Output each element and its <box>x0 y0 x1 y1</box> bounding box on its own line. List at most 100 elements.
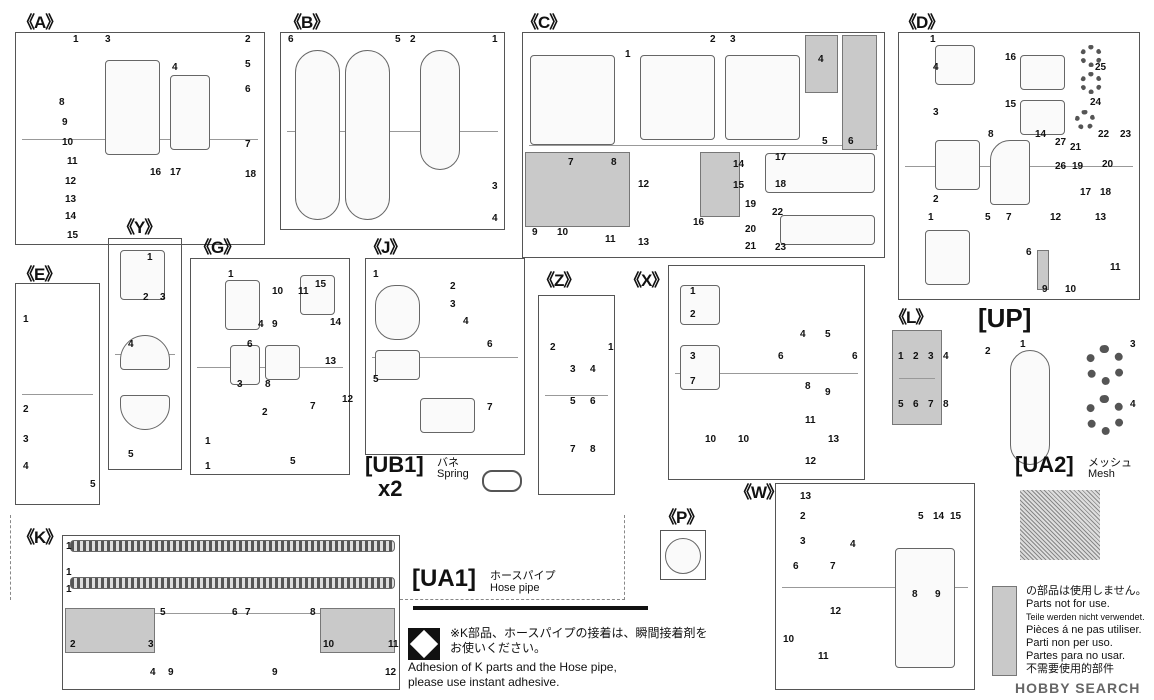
part-number: 8 <box>59 97 65 108</box>
part-number: 11 <box>805 415 816 426</box>
ua1-dashed-box <box>10 515 625 600</box>
sprue-c-frame <box>522 32 885 258</box>
part-shape <box>375 350 420 380</box>
part-shape <box>1020 100 1065 135</box>
ua2-jp: メッシュ <box>1088 457 1132 469</box>
ua1-dashed-box-bottom <box>400 599 625 600</box>
ub1-jp: バネ <box>437 457 459 469</box>
ua2-code: [UA2] <box>1015 452 1074 477</box>
ub1-en: Spring <box>437 468 469 480</box>
part-number: 7 <box>487 402 493 413</box>
part-number: 7 <box>690 376 696 387</box>
legend-line: Parti non per uso. <box>1026 637 1113 649</box>
boom-arm-part <box>295 50 340 220</box>
adhesion-note-jp1: ※K部品、ホースパイプの接着は、瞬間接着剤を <box>450 626 708 640</box>
part-number: 15 <box>67 230 79 241</box>
part-shape <box>895 548 955 668</box>
part-number: 9 <box>168 667 174 678</box>
part-number: 1 <box>928 212 934 223</box>
sprue-z-frame <box>538 295 615 495</box>
part-number: 19 <box>745 199 757 210</box>
part-number: 5 <box>985 212 991 223</box>
part-number: 24 <box>1090 97 1102 108</box>
part-number: 14 <box>1035 129 1047 140</box>
part-number: 7 <box>1006 212 1012 223</box>
gear-part <box>1080 45 1102 67</box>
sprue-label-x: 《X》 <box>625 271 668 290</box>
part-shape <box>230 345 260 385</box>
part-number: 10 <box>62 137 74 148</box>
mesh-ring-part-4 <box>1085 395 1125 435</box>
gear-part <box>1075 110 1095 130</box>
part-number: 4 <box>258 319 264 330</box>
part-number: 6 <box>288 34 294 45</box>
sprue-label-y: 《Y》 <box>118 218 161 237</box>
part-number: 1 <box>205 461 211 472</box>
part-number: 5 <box>825 329 831 340</box>
sprue-x-frame <box>668 265 865 480</box>
part-number: 13 <box>638 237 650 248</box>
ub1-qty: x2 <box>378 476 403 501</box>
part-number: 6 <box>247 339 253 350</box>
legend-line: Teile werden nicht verwendet. <box>1026 612 1145 622</box>
part-number: 2 <box>800 511 806 522</box>
part-number: 8 <box>988 129 994 140</box>
part-number: 2 <box>410 34 416 45</box>
hose-pipe-line <box>413 606 648 610</box>
part-number: 13 <box>65 194 77 205</box>
boom-arm-part <box>420 50 460 170</box>
part-number: 9 <box>1042 284 1048 295</box>
part-number: 12 <box>638 179 650 190</box>
sprue-label-k: 《K》 <box>18 528 62 547</box>
sprue-label-g: 《G》 <box>195 238 240 257</box>
part-number: 4 <box>590 364 596 375</box>
part-number: 8 <box>611 157 617 168</box>
part-number: 5 <box>245 59 251 70</box>
part-number: 3 <box>237 379 243 390</box>
part-number: 3 <box>148 639 154 650</box>
part-number: 17 <box>170 167 182 178</box>
part-number: 10 <box>783 634 795 645</box>
part-number: 16 <box>693 217 705 228</box>
part-number: 7 <box>310 401 316 412</box>
part-number: 4 <box>800 329 806 340</box>
ua1-code: [UA1] <box>412 565 476 592</box>
part-shape <box>680 345 720 390</box>
part-number: 3 <box>570 364 576 375</box>
part-number: 19 <box>1072 161 1084 172</box>
part-number: 9 <box>272 667 278 678</box>
part-number: 14 <box>933 511 945 522</box>
part-number: 7 <box>570 444 576 455</box>
part-number: 10 <box>323 639 335 650</box>
part-number: 6 <box>778 351 784 362</box>
boom-arm-part <box>345 50 390 220</box>
part-number: 9 <box>825 387 831 398</box>
part-number: 3 <box>800 536 806 547</box>
part-number: 11 <box>605 234 616 245</box>
part-number: 2 <box>70 639 76 650</box>
part-number: 26 <box>1055 161 1067 172</box>
sprue-label-c: 《C》 <box>522 13 566 32</box>
part-number: 7 <box>928 399 934 410</box>
part-number: 11 <box>1110 262 1121 273</box>
part-number: 1 <box>930 34 936 45</box>
hobby-search-watermark: HOBBY SEARCH <box>1015 680 1141 696</box>
part-number: 12 <box>805 456 817 467</box>
sprue-label-l: 《L》 <box>890 308 932 327</box>
ua1-en: Hose pipe <box>490 582 540 594</box>
part-number: 5 <box>898 399 904 410</box>
part-number: 5 <box>290 456 296 467</box>
spring-part <box>482 470 522 492</box>
part-number: 3 <box>492 181 498 192</box>
part-number: 12 <box>385 667 397 678</box>
part-number: 18 <box>245 169 257 180</box>
part-number: 11 <box>67 156 78 167</box>
part-number: 10 <box>1065 284 1077 295</box>
part-number: 16 <box>1005 52 1017 63</box>
sprue-label-e: 《E》 <box>18 265 61 284</box>
part-number: 6 <box>245 84 251 95</box>
part-shape <box>640 55 715 140</box>
part-shape <box>935 45 975 85</box>
part-shape <box>70 577 395 589</box>
